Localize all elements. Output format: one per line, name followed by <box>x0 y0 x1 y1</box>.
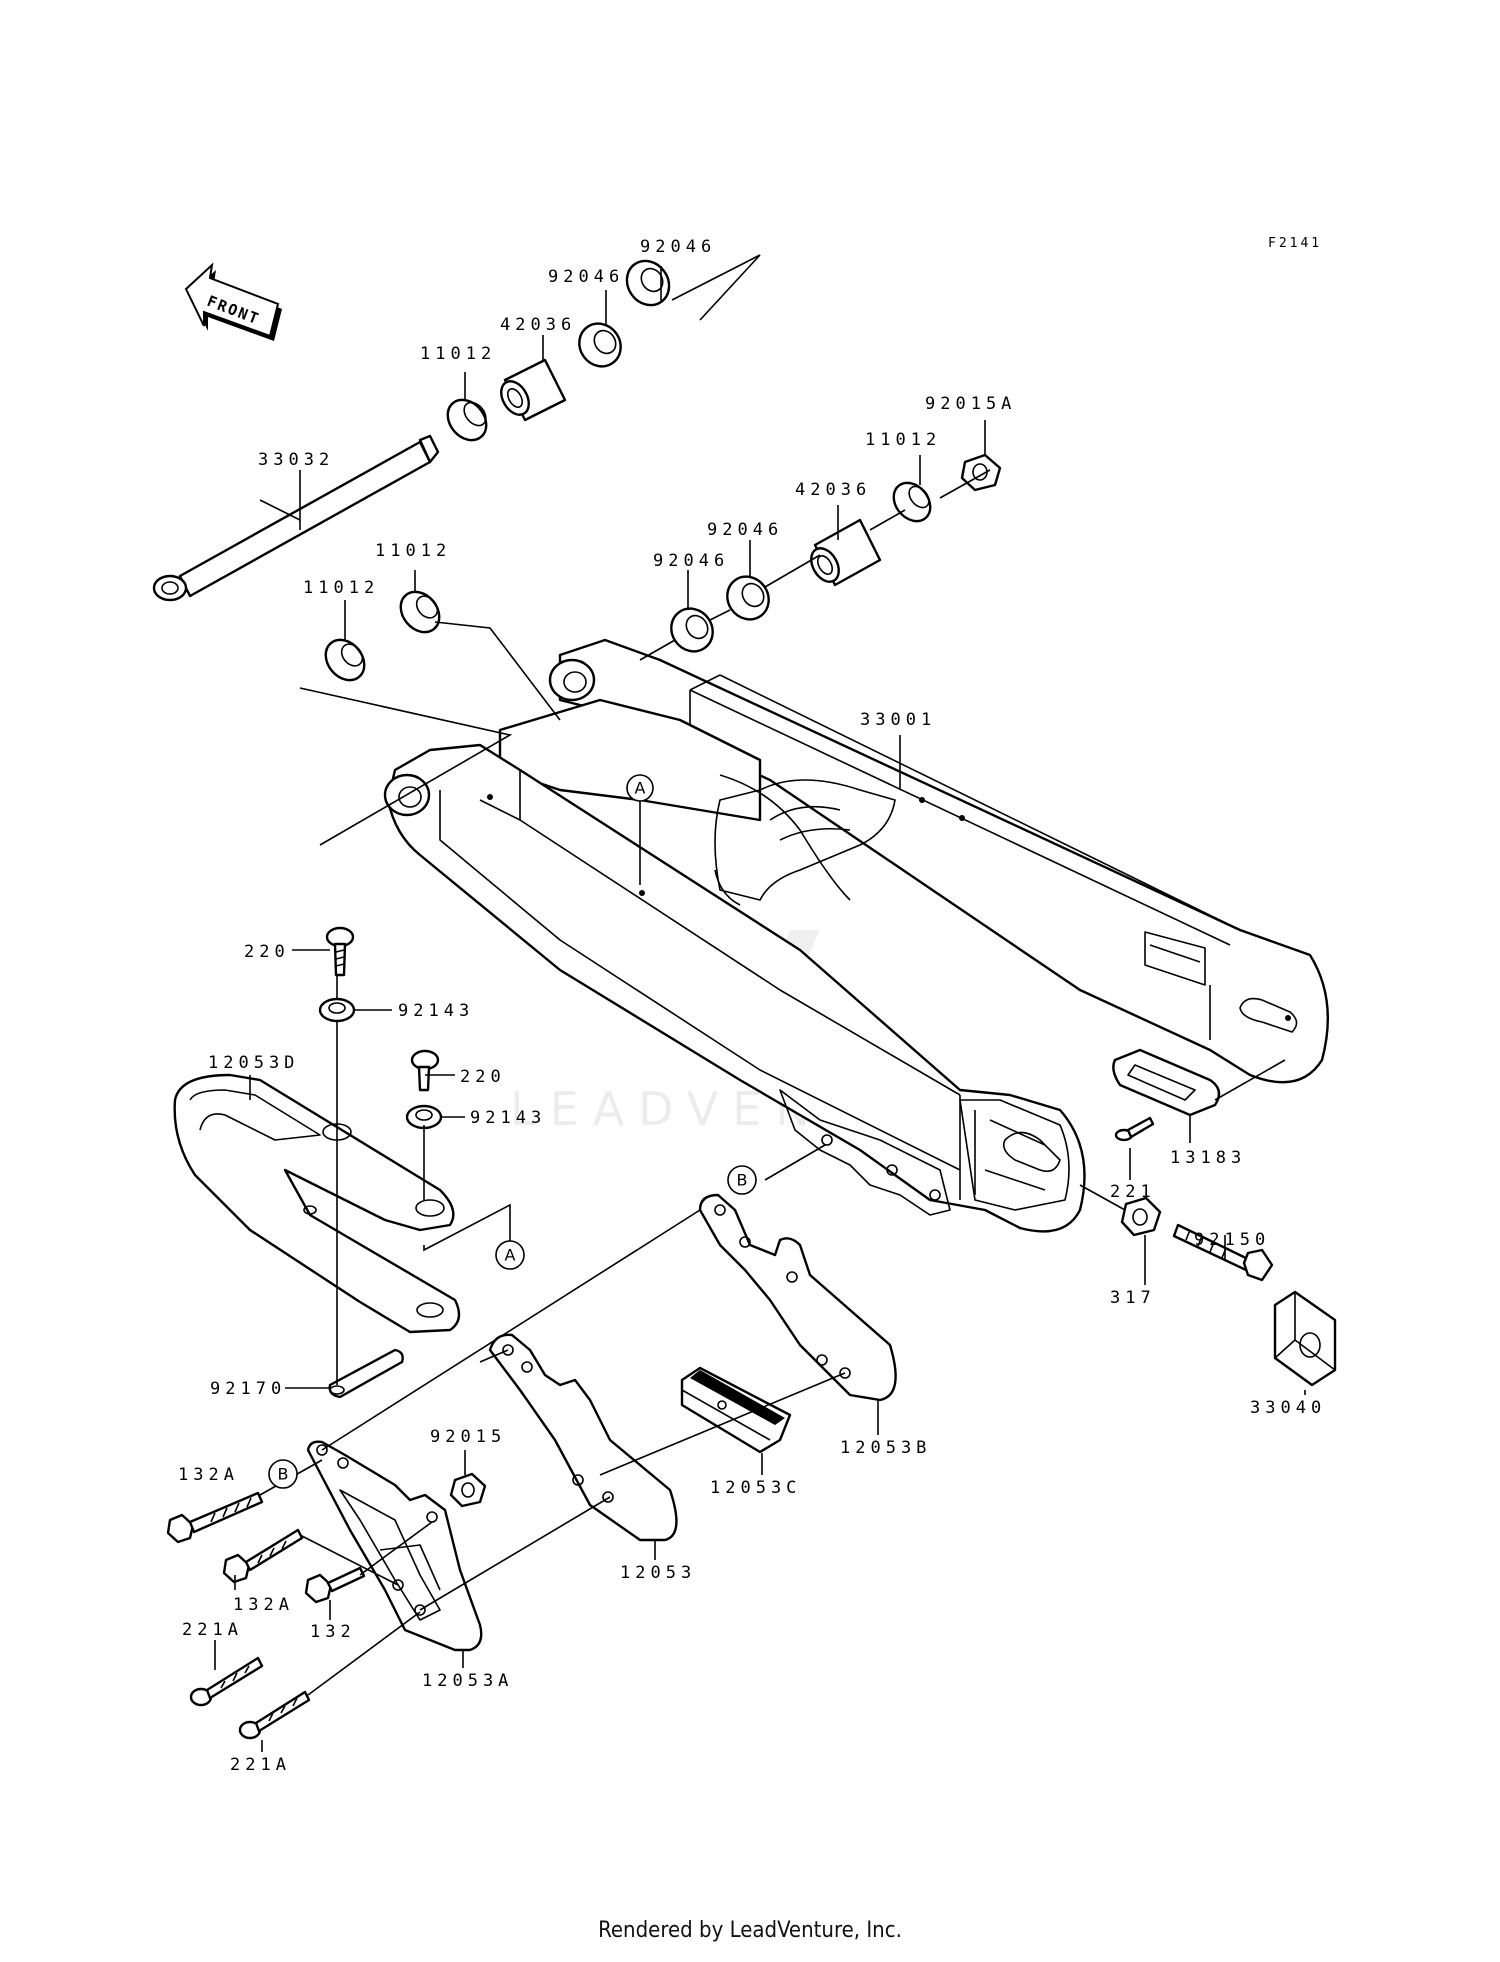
part-label: 42036 <box>795 480 871 500</box>
bearing-top-1 <box>578 322 622 368</box>
part-label: 317 <box>1110 1288 1156 1308</box>
seal-left <box>324 638 366 682</box>
part-label: 132A <box>233 1595 294 1615</box>
swingarm <box>383 638 1330 1233</box>
nut-317 <box>1120 1196 1162 1237</box>
part-label: 132 <box>310 1622 356 1642</box>
bolt-92150 <box>1172 1223 1274 1282</box>
strap-92170 <box>328 1348 404 1399</box>
pad-12053C <box>680 1366 792 1454</box>
part-label: 92143 <box>398 1001 474 1021</box>
front-arrow-icon: FRONT <box>184 262 282 341</box>
part-label: 12053B <box>840 1438 931 1458</box>
screw-221 <box>1114 1116 1155 1142</box>
part-label: 132A <box>178 1465 239 1485</box>
seal-top <box>446 398 488 442</box>
part-label: 92143 <box>470 1108 546 1128</box>
part-label: 11012 <box>420 344 496 364</box>
bolt-132 <box>304 1566 366 1604</box>
part-label: 92015 <box>430 1427 506 1447</box>
part-label: 92046 <box>653 551 729 571</box>
nut-92015A <box>960 453 1002 492</box>
block-33040 <box>1273 1290 1337 1387</box>
svg-text:B: B <box>737 1171 748 1190</box>
pivot-axle <box>152 434 440 602</box>
part-label: 33040 <box>1250 1398 1326 1418</box>
part-label: 221A <box>182 1620 243 1640</box>
part-label: 33001 <box>860 710 936 730</box>
part-label: 92046 <box>640 237 716 257</box>
bearing-mid-2 <box>726 575 770 621</box>
leader-lines <box>214 254 1306 1752</box>
part-label: 221A <box>230 1755 291 1775</box>
part-label: 11012 <box>865 430 941 450</box>
seal-right <box>892 481 932 523</box>
footer-credit: Rendered by LeadVenture, Inc. <box>598 1918 902 1943</box>
diagram-code: F2141 <box>1268 236 1322 251</box>
ref-callout-b-plate: B <box>268 1459 298 1489</box>
part-label: 12053 <box>620 1563 696 1583</box>
bearing-top-2 <box>625 259 671 307</box>
bolt-132A-b <box>222 1528 304 1584</box>
plate-12053A <box>306 1440 483 1652</box>
screw-220-a <box>325 926 355 977</box>
plate-13183 <box>1112 1048 1221 1117</box>
seal-mid <box>399 590 441 634</box>
part-labels: 92046 92046 42036 11012 33032 92015A 110… <box>178 237 1326 1775</box>
washer-92143-a <box>318 997 356 1023</box>
part-label: 11012 <box>303 578 379 598</box>
svg-text:A: A <box>505 1246 516 1265</box>
part-label: 221 <box>1110 1182 1156 1202</box>
part-label: 33032 <box>258 450 334 470</box>
slider-12053B <box>698 1193 897 1402</box>
screw-221A-b <box>238 1690 311 1740</box>
ref-callout-b-swingarm: B <box>727 1165 757 1195</box>
part-label: 42036 <box>500 315 576 335</box>
washer-92143-b <box>405 1104 443 1130</box>
part-label: 92046 <box>548 267 624 287</box>
part-label: 92015A <box>925 394 1016 414</box>
part-label: 220 <box>460 1067 506 1087</box>
part-label: 92170 <box>210 1379 286 1399</box>
part-label: 12053A <box>422 1671 513 1691</box>
svg-text:B: B <box>278 1465 289 1484</box>
svg-text:A: A <box>635 779 646 798</box>
nut-92015 <box>449 1472 487 1508</box>
bearing-mid-1 <box>670 607 714 653</box>
sleeve-right <box>810 518 882 587</box>
bolt-132A-a <box>166 1491 264 1544</box>
sleeve-top <box>500 358 567 422</box>
screw-220-b <box>410 1049 440 1092</box>
part-label: 13183 <box>1170 1148 1246 1168</box>
part-label: 12053D <box>208 1053 299 1073</box>
part-label: 12053C <box>710 1478 801 1498</box>
screw-221A-a <box>189 1656 264 1707</box>
part-label: 92150 <box>1194 1230 1270 1250</box>
ref-callout-a-guide: A <box>495 1240 525 1270</box>
ref-callout-a-swingarm: A <box>626 774 654 802</box>
part-label: 220 <box>244 942 290 962</box>
slider-12053 <box>488 1333 678 1542</box>
part-label: 11012 <box>375 541 451 561</box>
part-label: 92046 <box>707 520 783 540</box>
